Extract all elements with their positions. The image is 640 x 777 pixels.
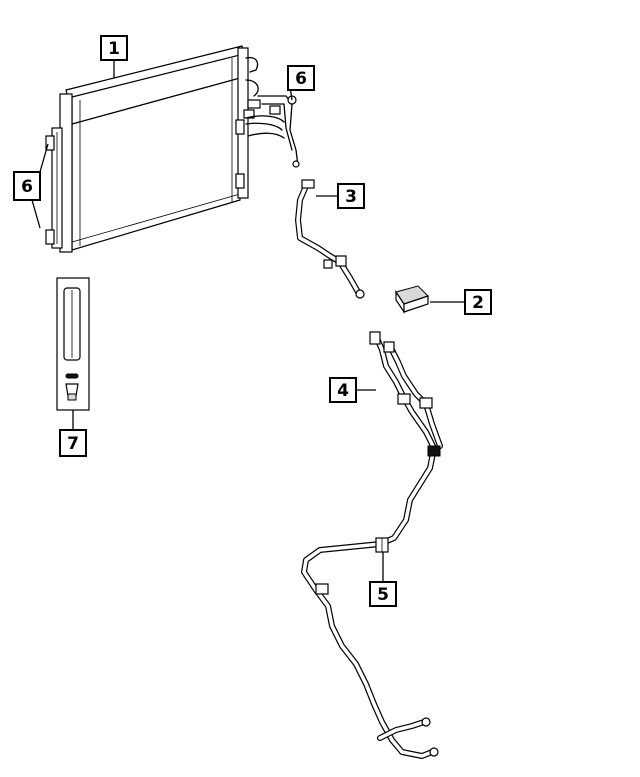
callout-1: 1 [100, 35, 128, 61]
condenser [45, 45, 261, 253]
callout-2: 2 [464, 289, 492, 315]
svg-text:6: 6 [295, 69, 307, 89]
leader-lines [31, 60, 465, 582]
svg-text:5: 5 [377, 585, 389, 605]
svg-text:2: 2 [472, 293, 484, 313]
svg-text:3: 3 [345, 187, 357, 207]
svg-text:6: 6 [21, 177, 33, 197]
callout-7: 7 [59, 429, 87, 457]
bracket-right [245, 95, 300, 168]
callout-5: 5 [369, 581, 397, 607]
receiver-drier-kit [56, 277, 90, 411]
callout-4: 4 [329, 377, 357, 403]
svg-text:1: 1 [108, 39, 120, 59]
svg-text:4: 4 [337, 381, 349, 401]
callout-6-right: 6 [287, 65, 315, 91]
callout-6-left: 6 [13, 171, 41, 201]
pad [395, 285, 429, 314]
line-clip [375, 537, 389, 553]
svg-text:7: 7 [67, 434, 79, 454]
liquid-line [301, 331, 443, 759]
suction-line [295, 179, 365, 299]
callout-3: 3 [337, 183, 365, 209]
